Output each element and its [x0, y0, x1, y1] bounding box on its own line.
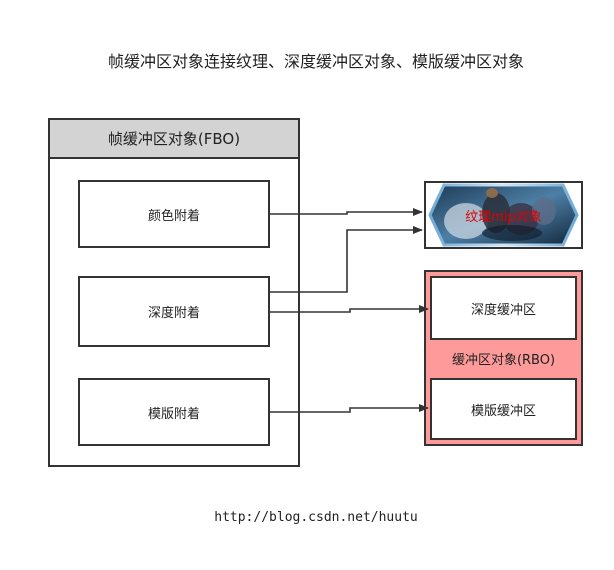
stencil-attachment-box: 模版附着	[78, 378, 270, 446]
texture-artwork-icon	[426, 183, 581, 247]
diagram-title: 帧缓冲区对象连接纹理、深度缓冲区对象、模版缓冲区对象	[107, 52, 524, 71]
footer-url: http://blog.csdn.net/huutu	[214, 510, 418, 525]
texture-mip-label: 纹理mip对象	[465, 210, 542, 225]
depth-attachment-box: 深度附着	[78, 276, 270, 347]
texture-mip-box	[424, 181, 583, 249]
color-to-texture-arrow	[270, 208, 423, 216]
depth-to-depth-buffer-arrow	[270, 305, 429, 313]
stencil-buffer-box: 模版缓冲区	[430, 378, 577, 440]
rbo-label: 缓冲区对象(RBO)	[451, 353, 556, 368]
depth-buffer-box: 深度缓冲区	[430, 276, 577, 340]
depth-to-texture-arrow	[270, 226, 423, 293]
fbo-header: 帧缓冲区对象(FBO)	[48, 118, 300, 159]
color-attachment-box: 颜色附着	[78, 180, 270, 248]
stencil-to-stencil-buffer-arrow	[270, 404, 429, 413]
